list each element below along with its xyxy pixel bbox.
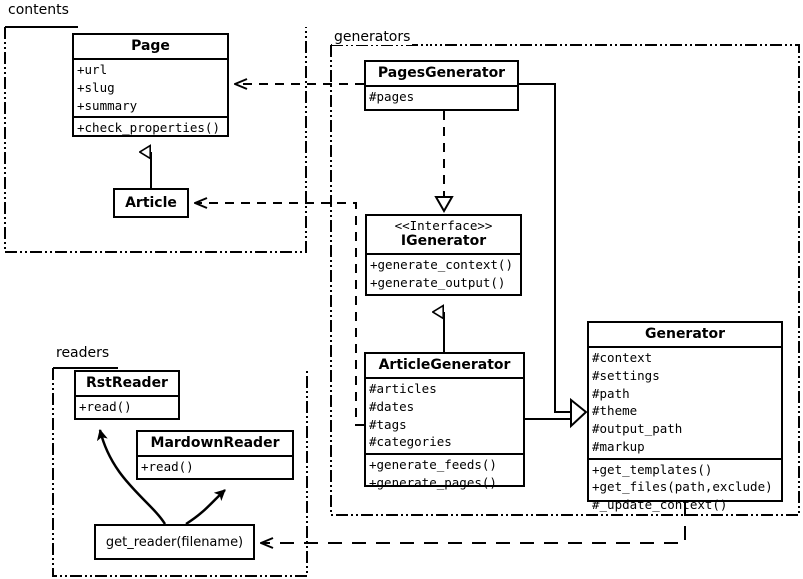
attribute-row: #path xyxy=(592,385,630,401)
attribute-row: #articles xyxy=(369,381,437,397)
attribute-row: #output_path xyxy=(592,421,683,437)
class-attributes-articlegenerator: #articles #dates #tags #categories xyxy=(366,379,523,453)
class-attributes-page: +url +slug +summary xyxy=(74,60,227,116)
operation-row: +generate_context() xyxy=(370,257,513,273)
operation-row: +generate_feeds() xyxy=(369,457,497,473)
operation-row: #_update_context() xyxy=(592,497,728,513)
class-name-articlegenerator: ArticleGenerator xyxy=(378,357,511,373)
function-box-get-reader[interactable]: get_reader(filename) xyxy=(94,524,255,560)
class-name-page: Page xyxy=(131,38,170,54)
divider xyxy=(366,85,517,88)
attribute-row: #theme xyxy=(592,403,638,419)
attribute-row: +url xyxy=(77,62,108,78)
class-box-articlegenerator[interactable]: ArticleGenerator #articles #dates #tags … xyxy=(364,352,525,490)
operation-row: +read() xyxy=(79,399,132,415)
attribute-row: +slug xyxy=(77,79,115,95)
package-label-contents: contents xyxy=(6,2,71,18)
class-stereotype-igenerator: <<Interface>> xyxy=(394,218,493,233)
operation-row: +generate_pages() xyxy=(369,474,497,490)
class-name-mardownreader: MardownReader xyxy=(150,435,280,451)
class-name-rstreader: RstReader xyxy=(86,375,168,391)
class-attributes-pagesgenerator: #pages xyxy=(366,87,517,108)
class-box-page[interactable]: Page +url +slug +summary +check_properti… xyxy=(72,33,229,137)
operation-row: +read() xyxy=(141,459,194,475)
attribute-row: #categories xyxy=(369,434,452,450)
divider xyxy=(367,253,520,256)
attribute-row: +summary xyxy=(77,97,138,113)
function-label-get-reader: get_reader(filename) xyxy=(105,534,244,550)
class-name-article: Article xyxy=(125,194,177,211)
divider xyxy=(589,457,781,460)
attribute-row: #markup xyxy=(592,438,645,454)
class-operations-generator: +get_templates() +get_files(path,exclude… xyxy=(589,460,781,516)
divider xyxy=(138,455,292,458)
class-name-generator: Generator xyxy=(644,326,725,342)
attribute-row: #tags xyxy=(369,416,407,432)
class-name-text-igenerator: IGenerator xyxy=(400,233,487,249)
class-operations-articlegenerator: +generate_feeds() +generate_pages() xyxy=(366,455,523,494)
edge-pagesgenerator-inherits-generator xyxy=(519,83,572,413)
generalization-head-generator xyxy=(570,397,588,429)
operation-row: +get_files(path,exclude) xyxy=(592,479,773,495)
class-box-rstreader[interactable]: RstReader +read() xyxy=(74,370,180,420)
attribute-row: #dates xyxy=(369,398,415,414)
operation-row: +check_properties() xyxy=(77,120,220,136)
operation-row: +get_templates() xyxy=(592,461,713,477)
divider xyxy=(74,58,227,61)
class-box-mardownreader[interactable]: MardownReader +read() xyxy=(136,430,294,480)
divider xyxy=(76,395,178,398)
class-operations-mardownreader: +read() xyxy=(138,457,292,478)
class-operations-rstreader: +read() xyxy=(76,397,178,418)
divider xyxy=(74,116,227,119)
edge-pagesgenerator-implements-igenerator-head xyxy=(434,196,454,214)
class-operations-page: +check_properties() xyxy=(74,118,227,139)
edge-get_reader-returns-mardownreader xyxy=(185,489,226,526)
attribute-row: #context xyxy=(592,350,653,366)
class-attributes-generator: #context #settings #path #theme #output_… xyxy=(589,348,781,458)
class-box-generator[interactable]: Generator #context #settings #path #them… xyxy=(587,321,783,512)
class-name-igenerator: <<Interface>> IGenerator xyxy=(367,216,520,253)
class-name-pagesgenerator: PagesGenerator xyxy=(377,65,506,81)
class-box-article[interactable]: Article xyxy=(113,188,189,218)
divider xyxy=(366,377,523,380)
operation-row: +generate_output() xyxy=(370,274,506,290)
package-label-generators: generators xyxy=(332,29,413,45)
edge-articlegenerator-uses-article xyxy=(195,203,364,426)
attribute-row: #pages xyxy=(369,89,415,105)
attribute-row: #settings xyxy=(592,367,660,383)
divider xyxy=(366,453,523,456)
package-label-readers: readers xyxy=(54,345,112,361)
class-operations-igenerator: +generate_context() +generate_output() xyxy=(367,255,520,294)
class-box-igenerator[interactable]: <<Interface>> IGenerator +generate_conte… xyxy=(365,214,522,296)
divider xyxy=(589,346,781,349)
class-box-pagesgenerator[interactable]: PagesGenerator #pages xyxy=(364,60,519,111)
